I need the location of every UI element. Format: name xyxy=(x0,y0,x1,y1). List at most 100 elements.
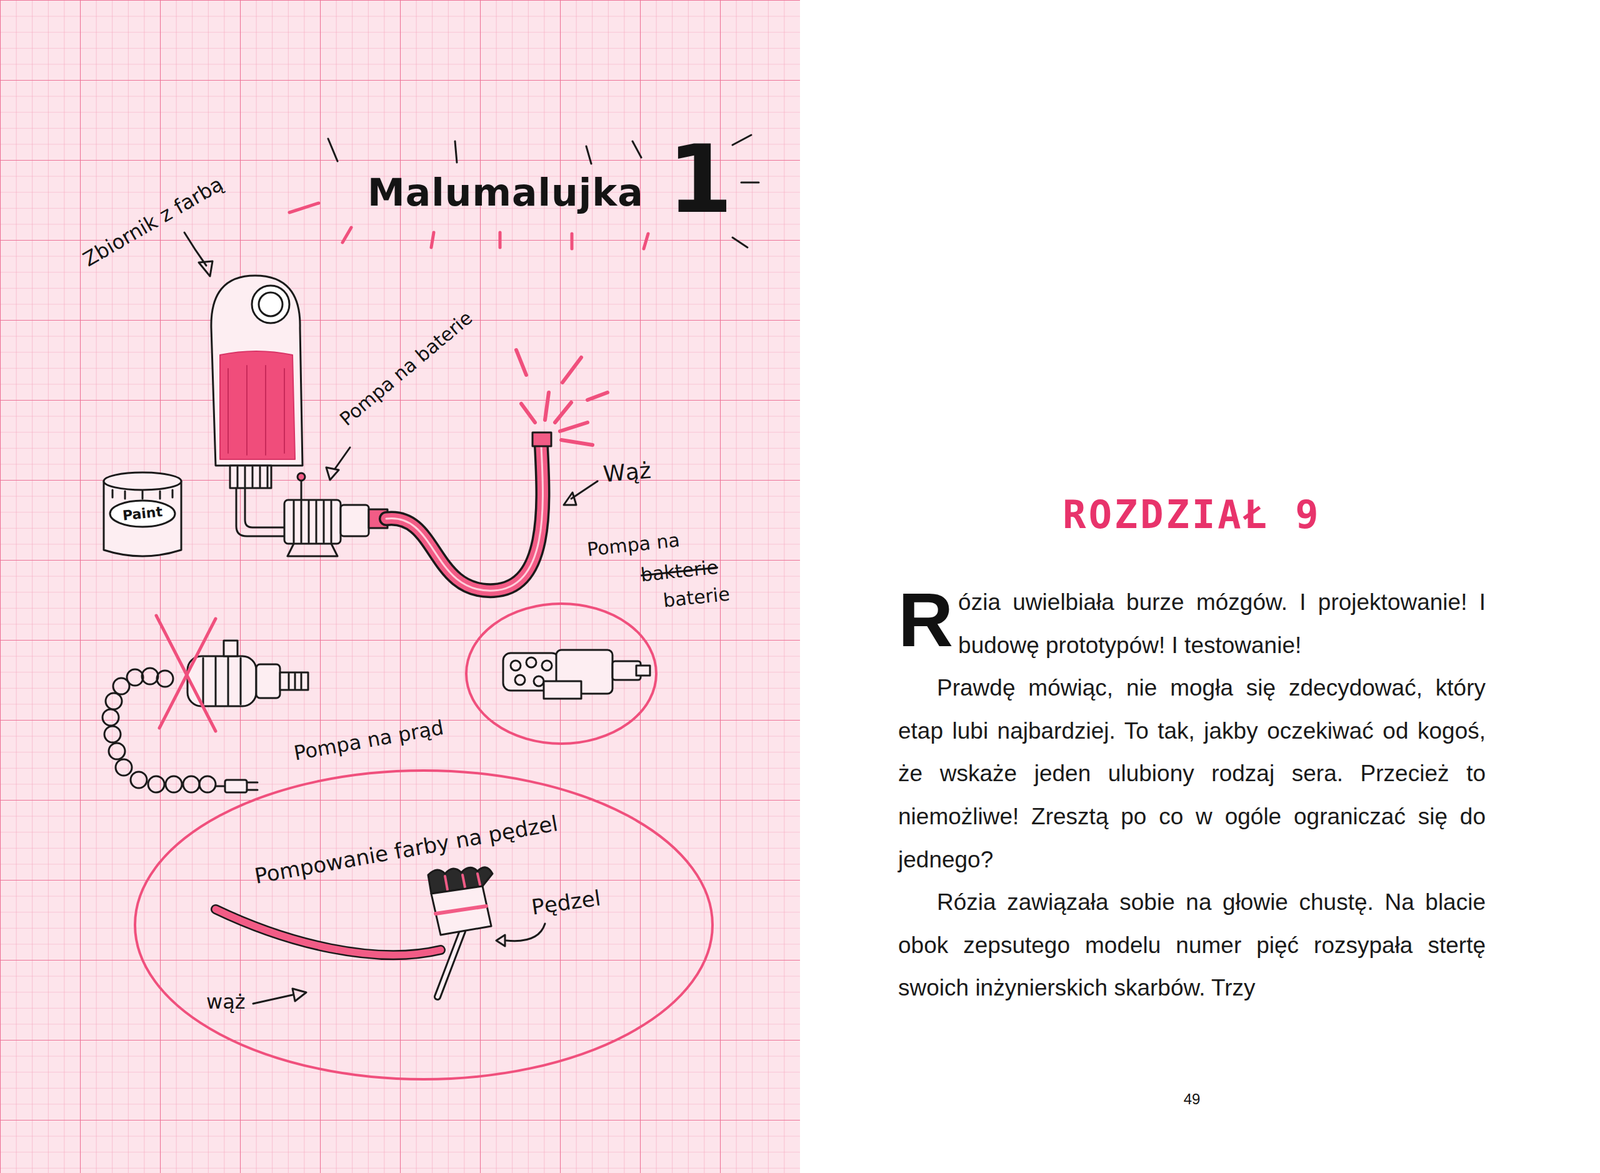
sunburst-ticks xyxy=(586,146,592,164)
paint-can xyxy=(124,491,127,499)
mains-pump xyxy=(183,776,200,793)
mains-pump xyxy=(294,673,297,689)
battery-pump xyxy=(335,447,350,469)
paint-can xyxy=(103,472,182,490)
paint-tank xyxy=(266,466,269,487)
mains-pump xyxy=(102,709,119,726)
mains-pump xyxy=(215,657,217,705)
part-label: Wąż xyxy=(601,457,652,488)
brush xyxy=(437,931,463,997)
paint-tank xyxy=(244,466,247,487)
part-label: Zbiornik z farbą xyxy=(79,172,228,272)
battery-pump xyxy=(293,501,295,543)
paint-tank xyxy=(184,232,303,537)
battery-pump xyxy=(308,501,310,543)
mains-pump xyxy=(156,670,174,687)
hose xyxy=(571,481,598,499)
mains-pump xyxy=(156,615,216,732)
mains-pump xyxy=(280,672,309,690)
paint-tank xyxy=(220,351,295,460)
mains-pump xyxy=(227,657,230,705)
circled-idea: Pompowanie farby na pędzelPędzelwąż xyxy=(133,768,715,1082)
hose xyxy=(386,446,543,591)
mains-pump xyxy=(288,673,290,689)
brush xyxy=(215,909,441,955)
version-number: 1 xyxy=(667,132,733,227)
paint-tank xyxy=(246,365,248,455)
paint-can xyxy=(103,481,182,557)
hose xyxy=(386,446,543,591)
mains-pump xyxy=(130,771,147,789)
brush xyxy=(431,886,492,935)
battery-pump xyxy=(284,500,341,544)
paint-can xyxy=(171,490,174,498)
paint-tank xyxy=(259,466,262,487)
paint-tank xyxy=(236,466,239,487)
paint-tank xyxy=(245,488,287,528)
sunburst-ticks xyxy=(455,141,457,163)
battery-pump xyxy=(300,501,303,543)
battery-pump xyxy=(340,505,369,537)
paint-tank xyxy=(228,365,285,455)
part-label: Pompa na xyxy=(586,529,682,561)
mains-pump xyxy=(115,759,132,776)
sunburst-ticks xyxy=(289,203,319,213)
brush xyxy=(462,875,465,888)
sunburst-ticks xyxy=(732,135,752,145)
mains-pump xyxy=(199,776,216,793)
brush xyxy=(292,988,307,1002)
battery-pump xyxy=(297,473,305,481)
paint-tank xyxy=(198,261,213,277)
paint-tank xyxy=(211,275,303,466)
brush xyxy=(215,867,545,1004)
graph-paper xyxy=(0,0,800,1173)
hose xyxy=(545,392,549,420)
hose xyxy=(386,350,608,591)
paint-tank xyxy=(283,368,285,454)
battery-pump xyxy=(315,501,318,543)
page-number: 49 xyxy=(1183,1090,1201,1109)
hose xyxy=(555,402,572,423)
sunburst-ticks xyxy=(632,141,642,158)
mains-pump xyxy=(202,658,205,705)
part-label: Pompa na prąd xyxy=(291,716,445,765)
mains-pump xyxy=(246,789,258,792)
brush xyxy=(496,935,505,947)
mains-pump xyxy=(113,678,130,695)
mains-pump xyxy=(105,693,122,710)
body-paragraph: Rózia uwielbiała burze mózgów. I projekt… xyxy=(898,581,1486,667)
can-label: Paint xyxy=(121,503,164,524)
battery-pump-sketch xyxy=(515,675,525,685)
paint-can xyxy=(110,500,175,527)
outline xyxy=(133,768,715,1082)
battery-pump xyxy=(323,501,325,543)
sunburst-ticks xyxy=(570,233,574,249)
mains-pump xyxy=(225,780,247,793)
paint-can xyxy=(111,490,114,498)
body-paragraph: Prawdę mówiąc, nie mogła się zdecydować,… xyxy=(898,666,1486,882)
battery-pump-sketch xyxy=(541,660,552,671)
part-label: wąż xyxy=(206,990,246,1014)
hose xyxy=(516,350,527,375)
brush xyxy=(435,906,487,914)
battery-pump-sketch xyxy=(503,650,650,699)
sunburst-ticks xyxy=(643,233,649,249)
mains-pump xyxy=(108,743,125,760)
paint-tank xyxy=(265,365,267,455)
chapter-heading: ROZDZIAŁ 9 xyxy=(1062,492,1321,537)
graph-paper xyxy=(0,0,800,1173)
brush xyxy=(506,923,545,942)
mains-pump xyxy=(300,673,303,689)
battery-pump-sketch xyxy=(510,660,521,671)
part-label: baterie xyxy=(661,583,731,612)
battery-pump-sketch xyxy=(533,676,544,687)
paint-tank xyxy=(251,285,290,324)
part-label: Pompa na baterie xyxy=(335,307,477,431)
hose xyxy=(562,357,582,383)
sunburst-ticks xyxy=(741,181,759,184)
battery-pump-sketch xyxy=(636,665,650,676)
hose xyxy=(532,432,552,447)
idea-title: Pompowanie farby na pędzel xyxy=(252,811,560,889)
hose xyxy=(587,392,608,400)
